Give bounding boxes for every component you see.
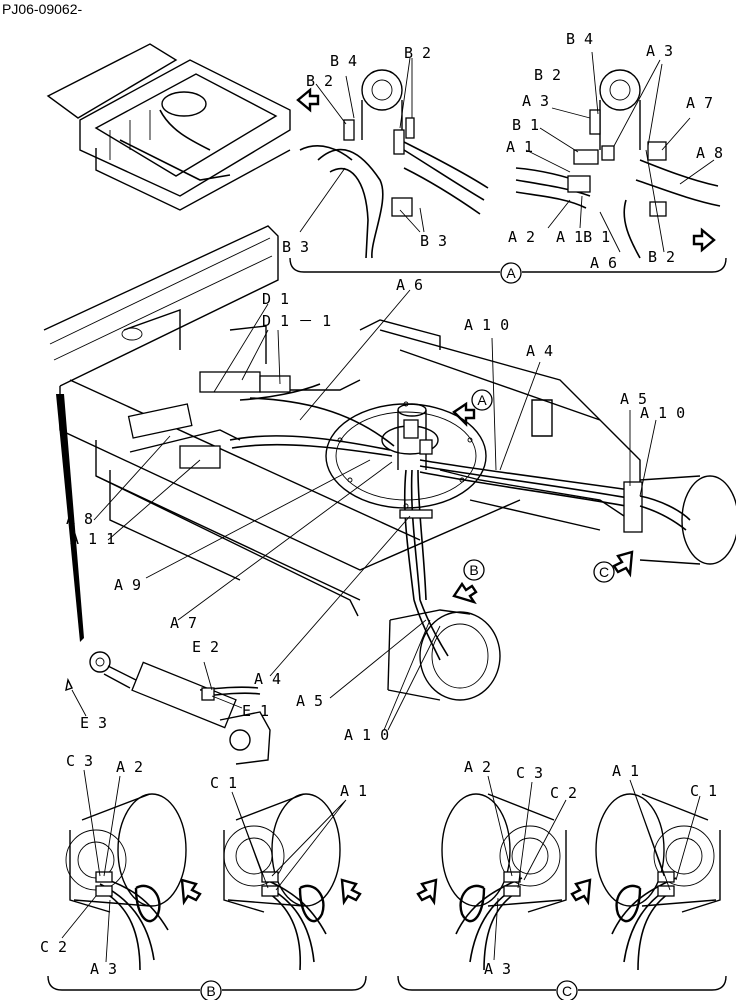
label-a9-main: A 9 — [114, 576, 141, 594]
label-c3-b: C 3 — [66, 752, 93, 770]
detail-c-frame: C — [397, 975, 727, 1000]
label-b2-a-left: B 2 — [306, 72, 333, 90]
callout-labels: B 4 B 2 B 2 B 3 B 3 B 4 A 3 B 2 A 3 A 7 … — [40, 30, 723, 978]
label-b4-a-left: B 4 — [330, 52, 357, 70]
label-d1-1: D 1 － 1 — [262, 312, 331, 330]
detail-c-right-motor — [570, 793, 721, 971]
label-a3-b: A 3 — [90, 960, 117, 978]
label-a3-c: A 3 — [484, 960, 511, 978]
label-a3-a-right-2: A 3 — [522, 92, 549, 110]
label-a6-main: A 6 — [396, 276, 423, 294]
leader-lines — [61, 289, 701, 963]
label-a4-main-top: A 4 — [526, 342, 553, 360]
main-frame-drawing: B C A — [43, 225, 736, 701]
label-a6-a-right: A 6 — [590, 254, 617, 272]
detail-b-marker — [200, 980, 222, 1000]
label-a5-main: A 5 — [296, 692, 323, 710]
label-a1-b: A 1 — [340, 782, 367, 800]
marker-b-label: B — [469, 562, 478, 578]
label-e3: E 3 — [80, 714, 107, 732]
label-c2-c: C 2 — [550, 784, 577, 802]
label-b1-a-right: B 1 — [512, 116, 539, 134]
marker-a — [471, 389, 493, 411]
detail-b-right-motor — [223, 793, 362, 971]
label-a1-c: A 1 — [612, 762, 639, 780]
label-e2: E 2 — [192, 638, 219, 656]
label-b2-a-right: B 2 — [534, 66, 561, 84]
detail-c-marker — [556, 980, 578, 1000]
label-a5-main-right: A 5 — [620, 390, 647, 408]
label-b4-a-right: B 4 — [566, 30, 593, 48]
detail-a-label: A — [506, 265, 516, 281]
detail-b-frame: B — [47, 975, 367, 1000]
label-a2-c: A 2 — [464, 758, 491, 776]
label-a2-a-right: A 2 — [508, 228, 535, 246]
label-a2-b: A 2 — [116, 758, 143, 776]
label-c2-b: C 2 — [40, 938, 67, 956]
label-a3-a-right: A 3 — [646, 42, 673, 60]
label-b3-a-left: B 3 — [282, 238, 309, 256]
part-code: PJ06-09062- — [2, 1, 83, 17]
detail-c-left-motor — [416, 793, 567, 971]
label-a1b1-a-right: A 1B 1 — [556, 228, 610, 246]
label-a4-main: A 4 — [254, 670, 281, 688]
label-e1: E 1 — [242, 702, 269, 720]
detail-a-marker — [500, 262, 522, 284]
label-a10-main-right: A 1 0 — [640, 404, 685, 422]
detail-a-right-drawing — [515, 51, 721, 259]
marker-b — [463, 559, 485, 581]
detail-a-left-drawing — [296, 57, 489, 259]
label-b2-a-right-2: B 2 — [648, 248, 675, 266]
label-b3-a-left-2: B 3 — [420, 232, 447, 250]
label-c1-c: C 1 — [690, 782, 717, 800]
overview-thumbnail — [46, 43, 291, 211]
label-a8-main: A 8 — [66, 510, 93, 528]
detail-b-left-motor — [65, 793, 202, 971]
detail-b-label: B — [206, 983, 215, 999]
label-a7-main: A 7 — [170, 614, 197, 632]
label-d1: D 1 — [262, 290, 289, 308]
label-a10-main-top: A 1 0 — [464, 316, 509, 334]
e-cylinder-drawing — [65, 651, 271, 765]
label-c1-b: C 1 — [210, 774, 237, 792]
marker-c — [593, 561, 615, 583]
label-a7-a-right: A 7 — [686, 94, 713, 112]
detail-a-frame: A — [289, 257, 727, 284]
marker-c-label: C — [599, 564, 609, 580]
label-a10-main: A 1 0 — [344, 726, 389, 744]
label-a8-a-right: A 8 — [696, 144, 723, 162]
detail-c-label: C — [562, 983, 572, 999]
label-a11-main: A 1 1 — [70, 530, 115, 548]
label-b2-a-left-top: B 2 — [404, 44, 431, 62]
marker-a-label: A — [477, 392, 487, 408]
label-a1-a-right: A 1 — [506, 138, 533, 156]
label-c3-c: C 3 — [516, 764, 543, 782]
